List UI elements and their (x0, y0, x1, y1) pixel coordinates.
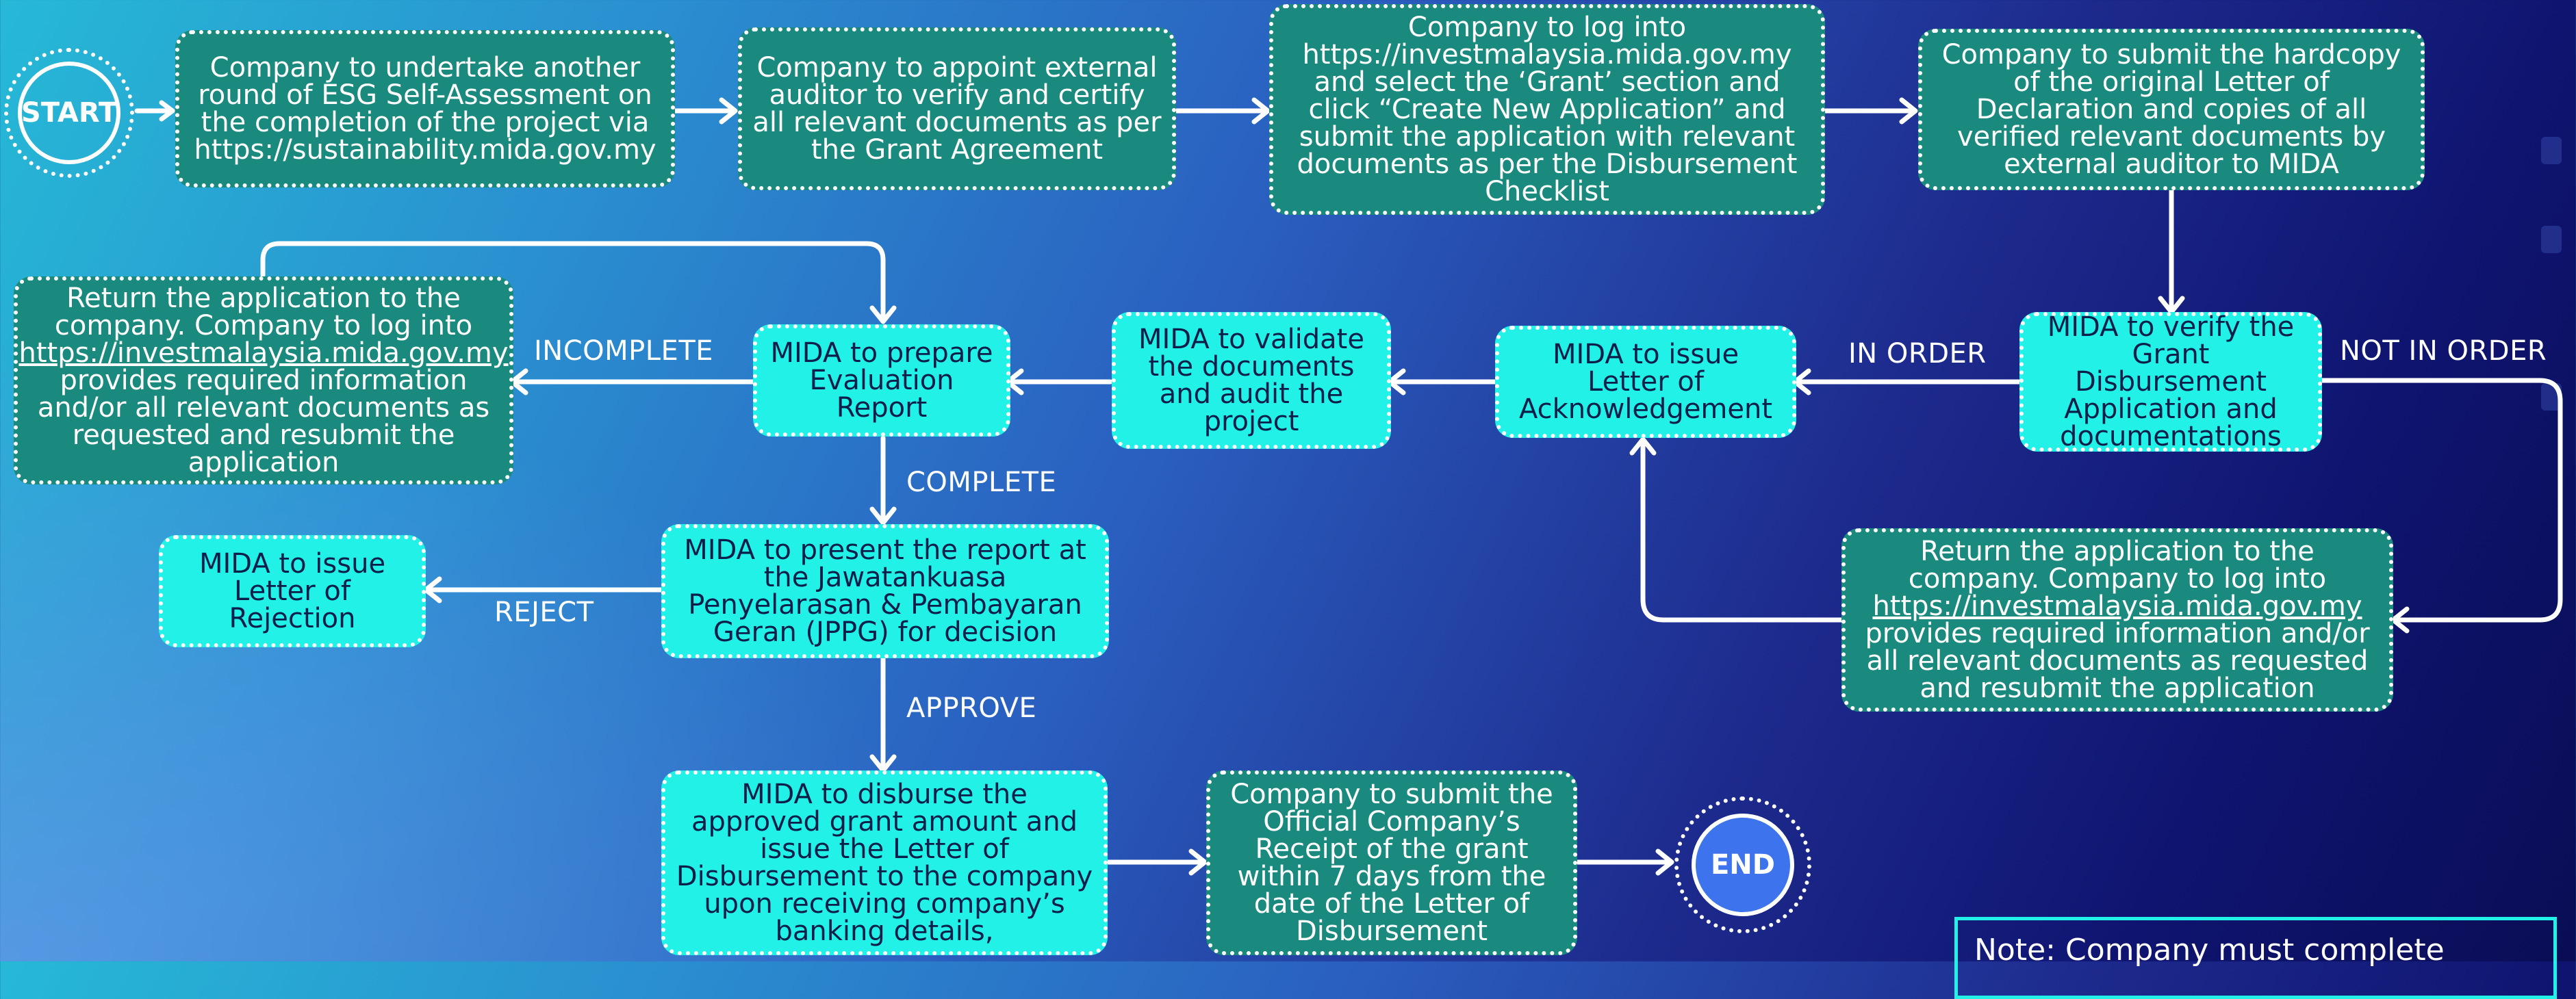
arrowhead (1899, 97, 1918, 125)
circuit-decoration (2541, 137, 2562, 164)
step-esg-self-assessment: Company to undertake another round of ES… (175, 30, 675, 187)
step-text: MIDA to validate the documents and audit… (1138, 324, 1364, 437)
step-text: MIDA to issue Letter of Rejection (199, 548, 386, 634)
circuit-decoration (2541, 226, 2562, 253)
step-text: Company to submit the hardcopy of the or… (1941, 39, 2401, 180)
step-issue-rejection: MIDA to issue Letter of Rejection (159, 535, 426, 647)
step-validate-and-audit: MIDA to validate the documents and audit… (1112, 312, 1391, 449)
arrow-s9-to-s8 (260, 241, 886, 322)
step-text: Return the application to the company. C… (18, 285, 508, 476)
step-text: Company to appoint external auditor to v… (752, 52, 1162, 166)
arrowhead (423, 576, 442, 604)
step-text-post: provides required information and/or all… (1865, 618, 2370, 704)
step-text: MIDA to verify the Grant Disbursement Ap… (2047, 311, 2295, 452)
arrowhead (869, 506, 897, 526)
step-text: Company to undertake another round of ES… (194, 52, 656, 166)
arrowhead (1655, 848, 1674, 876)
label-incomplete: INCOMPLETE (534, 335, 714, 367)
arrow-s12-to-s6 (1640, 439, 1844, 623)
step-submit-online-application: Company to log into https://investmalays… (1269, 4, 1825, 215)
arrowhead (1188, 848, 1208, 876)
step-text: Return the application to the company. C… (1855, 538, 2380, 702)
label-not-in-order: NOT IN ORDER (2340, 335, 2547, 367)
label-reject: REJECT (494, 597, 594, 628)
step-text: Company to submit the Official Company’s… (1230, 779, 1553, 947)
note-box: Note: Company must complete (1954, 917, 2557, 999)
start-label: START (21, 97, 118, 129)
end-node: END (1674, 796, 1811, 933)
step-appoint-auditor: Company to appoint external auditor to v… (738, 27, 1176, 190)
step-present-to-jppg: MIDA to present the report at the Jawata… (661, 524, 1109, 658)
step-return-application-not-in-order: Return the application to the company. C… (1841, 528, 2393, 712)
step-return-application-incomplete: Return the application to the company. C… (14, 276, 513, 484)
arrowhead (719, 97, 738, 125)
arrowhead (2390, 606, 2410, 634)
step-disburse-grant: MIDA to disburse the approved grant amou… (661, 770, 1108, 955)
step-issue-acknowledgement: MIDA to issue Letter of Acknowledgement (1495, 326, 1796, 438)
step-text: MIDA to present the report at the Jawata… (684, 534, 1086, 648)
arrowhead (159, 100, 175, 122)
step-submit-hardcopy: Company to submit the hardcopy of the or… (1918, 29, 2425, 190)
step-verify-disbursement-application: MIDA to verify the Grant Disbursement Ap… (2019, 312, 2322, 452)
step-text-pre: Return the application to the company. C… (1908, 536, 2327, 595)
step-prepare-evaluation-report: MIDA to prepare Evaluation Report (753, 324, 1010, 437)
step-text: MIDA to prepare Evaluation Report (770, 337, 993, 424)
arrowhead (869, 305, 897, 324)
end-label: END (1710, 849, 1775, 881)
label-approve: APPROVE (906, 692, 1037, 724)
portal-link[interactable]: https://investmalaysia.mida.gov.my (18, 337, 509, 369)
label-in-order: IN ORDER (1848, 338, 1987, 369)
start-node: START (4, 48, 134, 178)
step-text: MIDA to disburse the approved grant amou… (676, 779, 1093, 947)
arrowhead (1251, 97, 1271, 125)
step-submit-official-receipt: Company to submit the Official Company’s… (1206, 770, 1577, 955)
step-text: MIDA to issue Letter of Acknowledgement (1518, 339, 1773, 425)
connector-arrows (0, 0, 2576, 961)
label-complete: COMPLETE (906, 467, 1057, 498)
step-text-pre: Return the application to the company. C… (54, 283, 473, 341)
step-text: Company to log into https://investmalays… (1297, 12, 1798, 207)
arrowhead (1629, 437, 1657, 456)
arrow-s5-to-s12 (2319, 378, 2563, 623)
step-text-post: provides required information and/or all… (37, 365, 490, 478)
portal-link[interactable]: https://investmalaysia.mida.gov.my (1872, 591, 2362, 622)
